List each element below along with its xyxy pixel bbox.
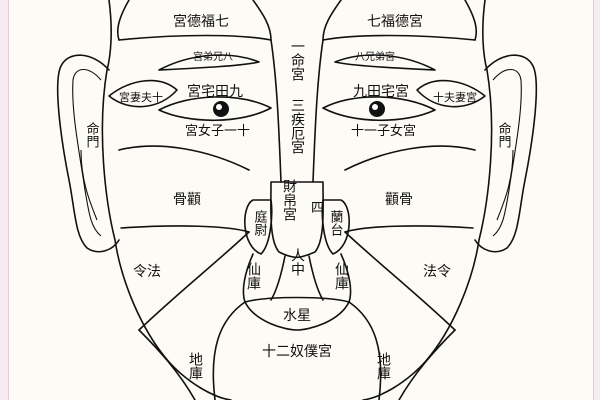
label-xiong-di-left: 宮弟兄八 (193, 50, 233, 63)
label-ming-gong: 一命宮 (289, 39, 305, 81)
chin-arc-right (348, 301, 382, 400)
label-nan-nu-right: 十一子女宮 (351, 123, 416, 139)
ear-right-curl (496, 149, 514, 221)
label-qi-qie-right: 十夫妻宮 (433, 90, 477, 104)
nose-tip (270, 181, 324, 259)
cheek-line-left (118, 145, 250, 171)
nostril-left (244, 199, 273, 255)
ear-left-inner (72, 68, 102, 237)
label-ling-fa-right: 法令 (423, 264, 451, 280)
label-jie-e-gong: 三疾厄宮 (289, 98, 305, 154)
label-shui-xing: 水星 (283, 308, 311, 324)
label-di-ku-right: 地庫 (375, 352, 391, 380)
pupil-left-highlight (216, 104, 222, 110)
eyebrow-right (334, 54, 436, 71)
fude-line-left (118, 34, 272, 41)
chin-arc-left (212, 301, 246, 400)
label-quan-gu-left: 骨顴 (173, 192, 201, 208)
face-outline-right (362, 0, 493, 400)
xianku-edge-right (340, 253, 352, 303)
cheek-line-right (344, 145, 476, 171)
label-ming-men-right: 命門 (496, 121, 512, 149)
ear-left-curl (80, 149, 98, 221)
label-ren-zhong: 人中 (289, 248, 305, 276)
label-qi-qie-left: 宮妻夫十 (119, 90, 163, 104)
label-lan-tai: 蘭台 (328, 209, 344, 236)
philtrum-right (308, 255, 324, 301)
eye-left (158, 96, 272, 122)
top-arc (252, 0, 342, 41)
label-ming-men-left: 命門 (84, 121, 100, 149)
label-nan-nu-left: 宮女子一十 (185, 123, 250, 139)
label-fu-de-right: 七福德宮 (367, 14, 423, 30)
jaw-line-left (138, 329, 196, 400)
ear-right-inner (492, 68, 522, 237)
label-cai-bo-gong: 財帛宮 (281, 179, 297, 221)
cheek-low-right (344, 225, 474, 233)
mouth (244, 296, 350, 331)
forehead-arc-left (116, 0, 130, 41)
fude-line-right (322, 34, 476, 41)
philtrum-left (270, 255, 286, 301)
face-reading-diagram: 一命宮 三疾厄宮 財帛宮 四 宮德福七 七福德宮 宮弟兄八 八兄弟宮 宮宅田九 … (56, 0, 538, 400)
center-column-left (270, 39, 282, 183)
cheek-low-left (120, 225, 250, 233)
label-xian-ku-left: 仙庫 (245, 262, 261, 290)
diagram-frame: 一命宮 三疾厄宮 財帛宮 四 宮德福七 七福德宮 宮弟兄八 八兄弟宮 宮宅田九 … (8, 0, 594, 400)
label-ling-fa-left: 令法 (133, 264, 161, 280)
label-xiong-di-right: 八兄弟宮 (355, 50, 395, 63)
face-outline-left (101, 0, 232, 400)
eye-right (322, 96, 436, 122)
label-quan-gu-right: 顴骨 (385, 192, 413, 208)
center-column-right (312, 39, 324, 183)
label-nu-pu-gong: 十二奴僕宮 (262, 343, 332, 360)
spouse-region-right (416, 79, 486, 108)
spouse-region-left (108, 79, 178, 108)
forehead-arc-right (464, 0, 478, 41)
label-fu-de-left: 宮德福七 (173, 14, 229, 30)
label-xian-ku-right: 仙庫 (333, 262, 349, 290)
fold-left (138, 231, 250, 331)
label-si: 四 (311, 201, 324, 216)
xianku-edge-left (242, 253, 254, 303)
label-di-ku-left: 地庫 (187, 352, 203, 380)
pupil-right-highlight (372, 104, 378, 110)
nostril-right (321, 199, 350, 255)
jaw-line-right (398, 329, 456, 400)
eyebrow-left (158, 54, 260, 71)
ear-right (474, 54, 538, 253)
label-tian-zhai-left: 宮宅田九 (187, 84, 243, 100)
fold-right (344, 231, 456, 331)
ear-left (56, 54, 120, 253)
label-tian-zhai-right: 九田宅宮 (353, 84, 409, 100)
label-ting-wei: 庭尉 (252, 209, 268, 236)
